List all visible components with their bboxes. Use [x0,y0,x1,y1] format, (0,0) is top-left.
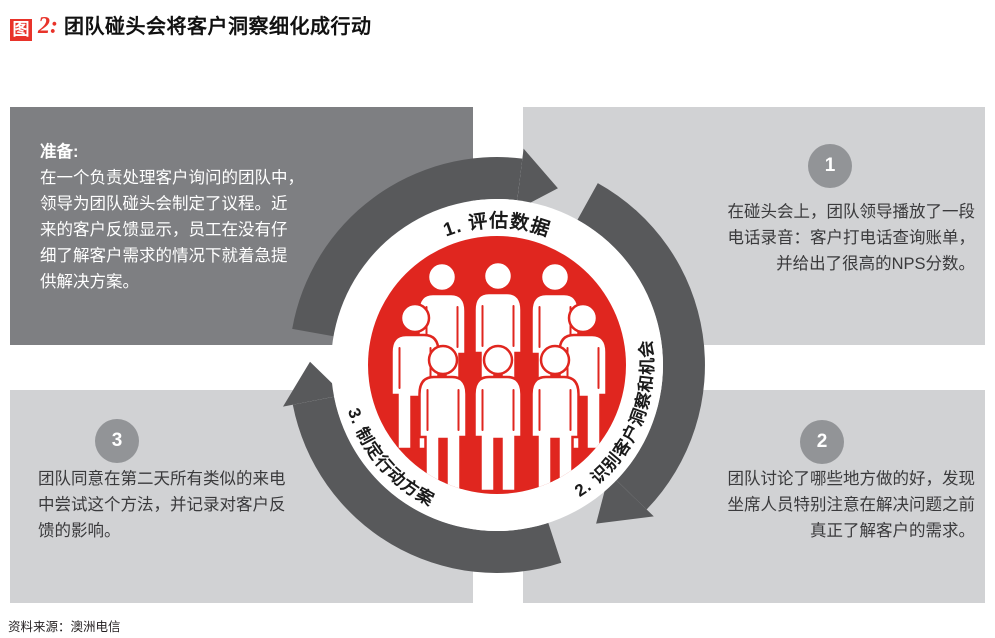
prepare-heading: 准备: [40,143,79,161]
text-line: 馈的影响。 [38,522,121,540]
panel-step2: 2 团队讨论了哪些地方做的好，发现 坐席人员特别注意在解决问题之前 真正了解客户… [523,390,985,603]
text-line: 供解决方案。 [40,273,139,291]
text-line: 在一个负责处理客户询问的团队中， [40,169,304,187]
panel-step3: 3 团队同意在第二天所有类似的来电 中尝试这个方法，并记录对客户反 馈的影响。 [10,390,473,603]
text-line: 来的客户反馈显示，员工在没有仔 [40,221,288,239]
figure-title: 图 2: 团队碰头会将客户洞察细化成行动 [10,10,372,41]
prepare-text-block: 准备: 在一个负责处理客户询问的团队中， 领导为团队碰头会制定了议程。近 来的客… [40,139,304,295]
text-line: 领导为团队碰头会制定了议程。近 [40,195,288,213]
text-line: 并给出了很高的NPS分数。 [776,255,975,273]
step2-number-badge: 2 [800,420,844,464]
text-line: 团队同意在第二天所有类似的来电 [38,470,286,488]
panel-prepare: 准备: 在一个负责处理客户询问的团队中， 领导为团队碰头会制定了议程。近 来的客… [10,107,473,345]
text-line: 真正了解客户的需求。 [810,522,975,540]
source-note: 资料来源：澳洲电信 [8,620,121,634]
step3-text-block: 团队同意在第二天所有类似的来电 中尝试这个方法，并记录对客户反 馈的影响。 [38,466,286,544]
step2-text-block: 团队讨论了哪些地方做的好，发现 坐席人员特别注意在解决问题之前 真正了解客户的需… [728,466,976,544]
person-icon [473,260,523,409]
text-line: 细了解客户需求的情况下就着急提 [40,247,288,265]
text-line: 团队讨论了哪些地方做的好，发现 [727,470,976,488]
step1-text-block: 在碰头会上，团队领导播放了一段 电话录音：客户打电话查询账单， 并给出了很高的N… [728,199,976,277]
figure-number: 2: [38,13,58,39]
step3-number-badge: 3 [95,419,139,463]
step1-number-badge: 1 [808,144,852,188]
text-line: 电话录音：客户打电话查询账单， [727,229,976,247]
person-icon [473,344,523,493]
text-line: 坐席人员特别注意在解决问题之前 [727,496,976,514]
text-line: 中尝试这个方法，并记录对客户反 [38,496,286,514]
figure-title-text: 团队碰头会将客户洞察细化成行动 [64,16,372,38]
panel-step1: 1 在碰头会上，团队领导播放了一段 电话录音：客户打电话查询账单， 并给出了很高… [523,107,985,345]
text-line: 在碰头会上，团队领导播放了一段 [727,203,976,221]
figure-label: 图 [10,19,32,41]
